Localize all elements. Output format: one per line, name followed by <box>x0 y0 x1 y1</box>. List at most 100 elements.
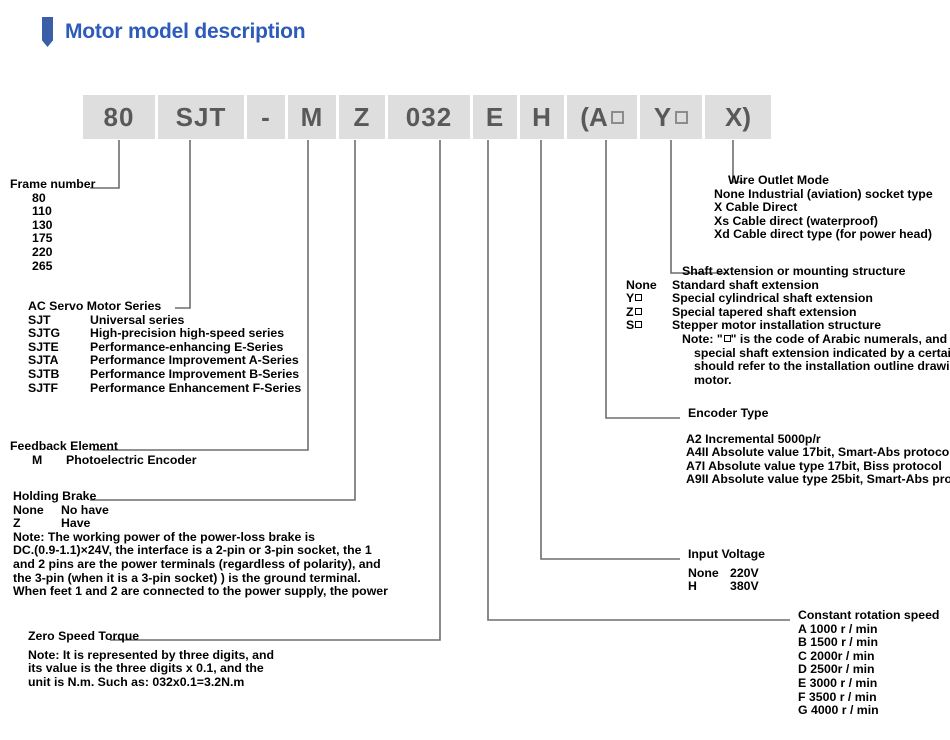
legend-row: SJTB Performance Improvement B-Series <box>28 366 301 382</box>
feedback-element-items: M Photoelectric Encoder <box>10 452 197 468</box>
legend-code: None <box>13 502 44 517</box>
zero-speed-torque-title: Zero Speed Torque <box>28 629 140 643</box>
legend-row: 110 <box>10 205 95 219</box>
frame-number-title: Frame number <box>10 177 96 191</box>
legend-row: 175 <box>10 232 95 246</box>
placeholder-square-icon <box>634 307 642 315</box>
block-wire-outlet-mode: Wire Outlet Mode None Industrial (aviati… <box>714 173 933 242</box>
legend-description: Performance Improvement A-Series <box>90 353 299 368</box>
legend-description: Stepper motor installation structure <box>672 318 882 333</box>
block-shaft-extension: Shaft extension or mounting structure No… <box>626 264 950 387</box>
legend-code: 130 <box>32 217 53 232</box>
legend-line: motor. <box>694 372 732 387</box>
legend-code: M <box>32 452 43 467</box>
legend-description: High-precision high-speed series <box>90 326 285 341</box>
holding-brake-title: Holding Brake <box>13 489 97 503</box>
code-box-shaft: Y <box>640 95 702 139</box>
code-box-label: Z <box>353 101 371 132</box>
legend-line: Xd Cable direct type (for power head) <box>714 227 932 242</box>
legend-row: 80 <box>10 190 95 206</box>
legend-code: SJTG <box>28 326 61 341</box>
code-box-speed: E <box>473 95 517 139</box>
legend-code: 175 <box>32 231 53 246</box>
constant-rotation-speed-title: Constant rotation speed <box>798 608 940 622</box>
legend-line: special shaft extension indicated by a c… <box>694 345 950 360</box>
encoder-type-title: Encoder Type <box>688 406 769 420</box>
bookmark-marker-icon <box>42 17 53 47</box>
legend-code: Z <box>626 305 672 320</box>
legend-row: M Photoelectric Encoder <box>10 452 197 468</box>
legend-line: its value is the three digits x 0.1, and… <box>28 661 264 676</box>
code-box-feedback: M <box>288 95 336 139</box>
legend-description: Standard shaft extension <box>672 277 819 292</box>
legend-line: and 2 pins are the power terminals (rega… <box>13 556 381 571</box>
legend-code: 110 <box>32 204 52 219</box>
code-box-dash: - <box>247 95 285 139</box>
code-box-label: (A <box>580 101 608 132</box>
wire-outlet-mode-title: Wire Outlet Mode <box>728 173 829 187</box>
legend-description: Have <box>61 516 91 531</box>
legend-code: 80 <box>32 190 46 205</box>
code-box-zero-torque: 032 <box>388 95 470 139</box>
legend-description: Photoelectric Encoder <box>66 452 197 467</box>
block-zero-speed-torque: Zero Speed Torque Note: It is represente… <box>28 629 274 689</box>
legend-row: 220 <box>10 244 95 260</box>
shaft-extension-note: Note: "" is the code of Arabic numerals,… <box>682 332 950 387</box>
legend-description: Performance Improvement B-Series <box>90 366 300 381</box>
code-box-label: 80 <box>103 101 135 132</box>
legend-code: 220 <box>32 244 53 259</box>
legend-description: 220V <box>730 565 759 580</box>
legend-code: H <box>688 579 697 594</box>
legend-line: G 4000 r / min <box>798 703 879 718</box>
legend-line: A7I Absolute value type 17bit, Biss prot… <box>686 458 942 473</box>
legend-line: unit is N.m. Such as: 032x0.1=3.2N.m <box>28 674 245 689</box>
legend-code: Y <box>626 292 672 306</box>
placeholder-square-icon <box>675 110 689 124</box>
legend-line: Note: The working power of the power-los… <box>13 529 316 544</box>
legend-line: A2 Incremental 5000p/r <box>686 431 821 446</box>
series-title: AC Servo Motor Series <box>28 299 162 313</box>
legend-description: No have <box>61 502 109 517</box>
shaft-extension-title: Shaft extension or mounting structure <box>682 264 906 278</box>
legend-row: SJTA Performance Improvement A-Series <box>28 354 301 368</box>
legend-line: C 2000r / min <box>798 648 875 663</box>
legend-line: A9II Absolute value type 25bit, Smart-Ab… <box>686 472 950 487</box>
legend-row: SJTG High-precision high-speed series <box>28 326 301 341</box>
legend-code: SJTA <box>28 353 59 368</box>
legend-code: None <box>688 565 719 580</box>
legend-description: Special cylindrical shaft extension <box>672 291 873 306</box>
block-feedback-element: Feedback Element M Photoelectric Encoder <box>10 439 197 468</box>
legend-code: Z <box>13 516 21 531</box>
placeholder-square-icon <box>635 321 643 329</box>
legend-row: Z Have <box>13 516 388 531</box>
code-box-label: H <box>532 101 552 132</box>
legend-code: SJTF <box>28 380 59 395</box>
legend-code: S <box>626 319 672 333</box>
legend-code: SJTB <box>28 366 60 381</box>
legend-row: 265 <box>10 259 95 274</box>
page-header: Motor model description <box>42 17 306 47</box>
code-box-label: - <box>261 101 271 132</box>
legend-line: When feet 1 and 2 are connected to the p… <box>13 584 388 599</box>
code-box-voltage: H <box>520 95 564 139</box>
legend-line: F 3500 r / min <box>798 689 877 704</box>
legend-line: DC.(0.9-1.1)×24V, the interface is a 2-p… <box>13 543 372 558</box>
feedback-element-title: Feedback Element <box>10 439 118 453</box>
code-box-frame-number: 80 <box>83 95 155 139</box>
legend-line: X Cable Direct <box>714 200 798 215</box>
input-voltage-title: Input Voltage <box>688 547 765 561</box>
legend-line: B 1500 r / min <box>798 635 878 650</box>
